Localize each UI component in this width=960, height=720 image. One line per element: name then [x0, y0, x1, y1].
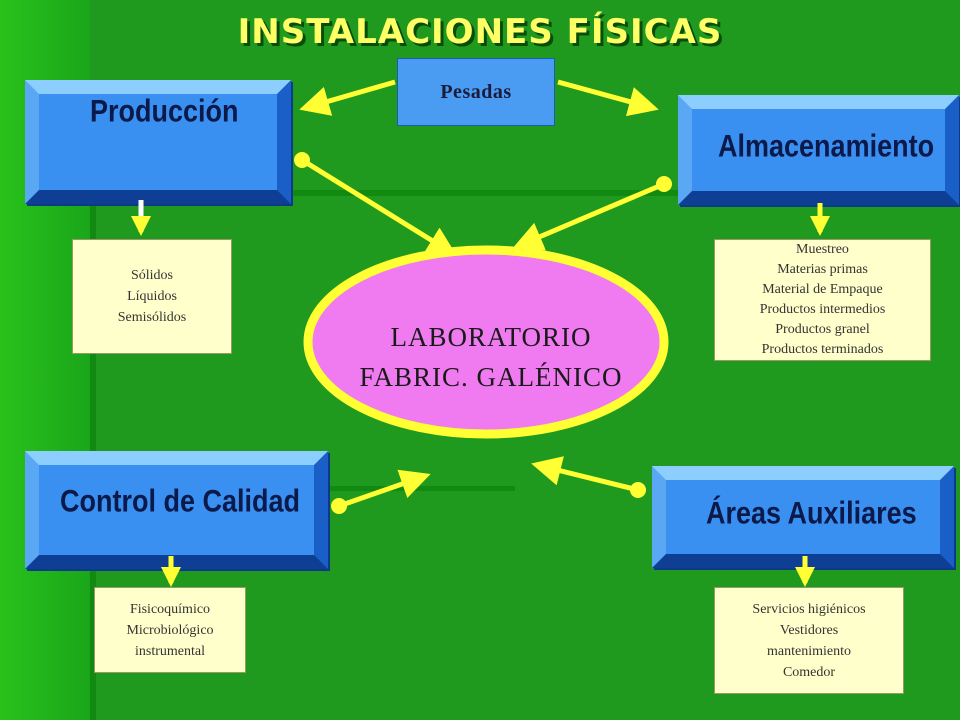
produccion-box	[25, 80, 291, 204]
dot-produccion	[294, 152, 310, 168]
note-item: Fisicoquímico	[129, 601, 211, 617]
pesadas-box: Pesadas	[397, 58, 555, 126]
arrow-produccion-lab	[300, 157, 458, 257]
note-item: Servicios higiénicos	[752, 601, 866, 617]
arrow-almacenamiento-lab	[512, 181, 665, 251]
almacenamiento-label: Almacenamiento	[718, 128, 935, 164]
control-calidad-box	[25, 451, 328, 569]
arrow-pesadas-produccion	[299, 79, 396, 116]
note-item: Muestreo	[796, 242, 849, 257]
dot-control	[331, 498, 347, 514]
note-item: Comedor	[782, 664, 836, 680]
note-item: instrumental	[135, 643, 205, 659]
dot-almacenamiento	[656, 176, 672, 192]
background-stripe	[90, 190, 960, 196]
produccion-label: Producción	[90, 93, 239, 129]
laboratorio-line2: FABRIC. GALÉNICO	[359, 362, 623, 392]
laboratorio-ellipse	[303, 245, 669, 439]
note-item: Sólidos	[130, 268, 173, 283]
almacenamiento-box	[678, 95, 959, 205]
page-title: INSTALACIONES FÍSICAS	[237, 12, 723, 52]
note-item: Material de Empaque	[762, 282, 883, 297]
control-calidad-label: Control de Calidad	[60, 483, 301, 519]
note-item: Productos intermedios	[759, 302, 886, 317]
almacenamiento-notes: Muestreo Materias primas Material de Emp…	[714, 239, 931, 361]
note-item: Microbiológico	[126, 622, 214, 638]
note-item: mantenimiento	[767, 643, 851, 659]
note-item: Productos terminados	[761, 342, 884, 357]
control-calidad-notes: Fisicoquímico Microbiológico instrumenta…	[94, 587, 246, 673]
note-item: Líquidos	[127, 289, 177, 304]
areas-auxiliares-notes: Servicios higiénicos Vestidores mantenim…	[714, 587, 904, 694]
arrow-control-lab	[338, 469, 431, 509]
dot-auxiliares	[630, 482, 646, 498]
areas-auxiliares-label: Áreas Auxiliares	[706, 495, 917, 531]
produccion-notes: Sólidos Líquidos Semisólidos	[72, 239, 232, 354]
arrow-auxiliares-lab	[531, 456, 639, 493]
note-item: Productos granel	[775, 322, 870, 337]
note-item: Materias primas	[777, 262, 868, 277]
laboratorio-line1: LABORATORIO	[390, 322, 592, 352]
note-item: Semisólidos	[117, 310, 187, 325]
note-item: Vestidores	[779, 622, 839, 638]
laboratorio-text: LABORATORIO FABRIC. GALÉNICO	[310, 317, 672, 397]
arrow-pesadas-almacenamiento	[557, 79, 659, 117]
